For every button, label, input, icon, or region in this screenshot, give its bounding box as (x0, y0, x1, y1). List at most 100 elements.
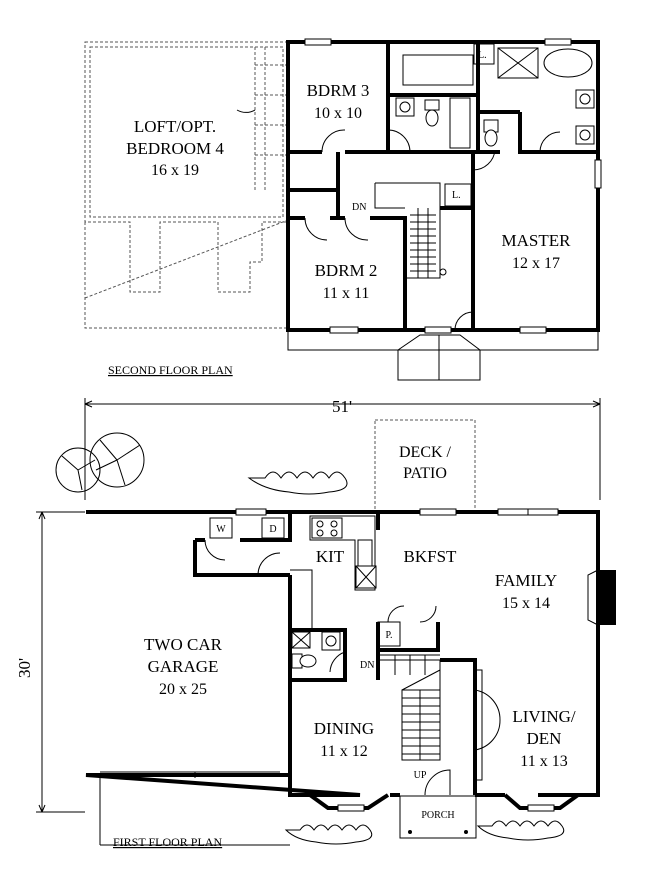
master-toilet (484, 129, 498, 147)
window (527, 804, 555, 812)
garage-label-line2: GARAGE (148, 657, 219, 676)
tree-icon (89, 432, 145, 488)
loft-label-line2: BEDROOM 4 (126, 139, 224, 158)
tree-branches (95, 439, 141, 486)
garage-door-swing (257, 552, 281, 576)
bath-walls (388, 42, 598, 154)
tree-branches (61, 455, 96, 491)
half-bath-sink-bowl (325, 635, 337, 647)
burner (330, 520, 338, 528)
window (527, 508, 559, 516)
window (519, 326, 547, 334)
window (235, 508, 267, 516)
garage-size: 20 x 25 (159, 681, 207, 698)
shrub-icon (476, 820, 565, 841)
bdrm2-walls (288, 152, 407, 330)
kitchen-sink (357, 539, 373, 567)
window (594, 159, 602, 189)
porch-post (464, 830, 468, 834)
stair-newel (439, 268, 447, 276)
window (419, 508, 457, 516)
stair-up-label: UP (414, 770, 427, 781)
hall-toilet-tank (424, 99, 440, 111)
linen-hall-label: L. (452, 190, 461, 201)
second-floor-caption: SECOND FLOOR PLAN (108, 363, 233, 377)
half-bath-door-swing (329, 651, 346, 673)
front-door-swing (424, 769, 451, 796)
linen-closet-hall (444, 183, 472, 207)
sink-bowl-1 (579, 93, 591, 105)
living-label-line1: LIVING/ (512, 707, 576, 726)
door-swing-bdrm3 (321, 129, 346, 153)
hall-bath-tub (402, 54, 474, 86)
pantry-label: P. (386, 630, 393, 641)
door-swing-bath (387, 129, 411, 153)
master-vanity-sink-2 (575, 125, 595, 145)
window (337, 804, 365, 812)
pantry-door-swing (387, 605, 405, 623)
garage-label-line1: TWO CAR (144, 635, 223, 654)
living-size: 11 x 13 (520, 753, 567, 770)
closet-cross (291, 631, 311, 649)
laundry-door-swing (204, 539, 226, 561)
door-swing-master (472, 149, 496, 171)
burner (316, 520, 324, 528)
loft-door-swing (236, 109, 256, 113)
door-swing-bdrm2 (304, 217, 328, 241)
first-floor-plan: 51' 30' DECK / PATIO (15, 397, 616, 849)
tree-icon (55, 447, 101, 493)
loft-outline (84, 41, 289, 293)
sink-bowl-2 (579, 129, 591, 141)
door-swing-closet (454, 311, 474, 331)
overall-depth-label: 30' (15, 658, 34, 678)
loft-label-line1: LOFT/OPT. (134, 117, 216, 136)
loft-size: 16 x 19 (151, 162, 199, 179)
stair-down-label: DN (352, 202, 366, 213)
burner (330, 529, 338, 537)
loft-inner-outline (89, 46, 284, 218)
door-swing-bdrm2b (344, 217, 369, 241)
hall-tub-2 (449, 97, 471, 149)
shower-cross (497, 47, 539, 79)
living-entry-swing (474, 689, 501, 751)
family-size: 15 x 14 (502, 595, 550, 612)
garage-door-opening (99, 771, 280, 845)
porch (399, 795, 477, 839)
kitchen-range (311, 517, 343, 539)
porch-label: PORCH (421, 810, 454, 821)
overall-width-label: 51' (332, 397, 352, 416)
window (304, 38, 332, 46)
half-bath-toilet (299, 654, 317, 668)
deck-label-line1: DECK / (399, 444, 452, 461)
window (424, 326, 452, 334)
washer (209, 517, 233, 539)
window (544, 38, 572, 46)
burner (316, 529, 324, 537)
second-floor-plan: LOFT/OPT. BEDROOM 4 16 x 19 BDRM 3 10 x … (84, 38, 602, 381)
stair-area (376, 622, 477, 795)
washer-label: W (216, 524, 226, 535)
porch-post (408, 830, 412, 834)
window (497, 508, 529, 516)
bdrm3-size: 10 x 10 (314, 105, 362, 122)
bdrm3-label: BDRM 3 (307, 81, 370, 100)
door-swing-mbath (539, 131, 561, 153)
shrub-icon (284, 824, 373, 845)
roof-line (84, 219, 289, 329)
dining-label: DINING (314, 719, 374, 738)
dryer-label: D (269, 524, 276, 535)
dining-size: 11 x 12 (320, 743, 367, 760)
linen-top-label: L. (478, 50, 487, 61)
breakfast-label: BKFST (404, 547, 458, 566)
fireplace (587, 569, 599, 626)
family-label: FAMILY (495, 571, 557, 590)
master-tub (543, 48, 593, 78)
stair-down-run (380, 654, 440, 675)
hall-sink-bowl (399, 101, 411, 113)
chimney (598, 570, 616, 625)
bdrm2-size: 11 x 11 (323, 285, 370, 302)
master-size: 12 x 17 (512, 255, 560, 272)
fridge-cross (355, 565, 377, 589)
deck-label-line2: PATIO (403, 465, 447, 482)
stair-treads (380, 659, 441, 761)
